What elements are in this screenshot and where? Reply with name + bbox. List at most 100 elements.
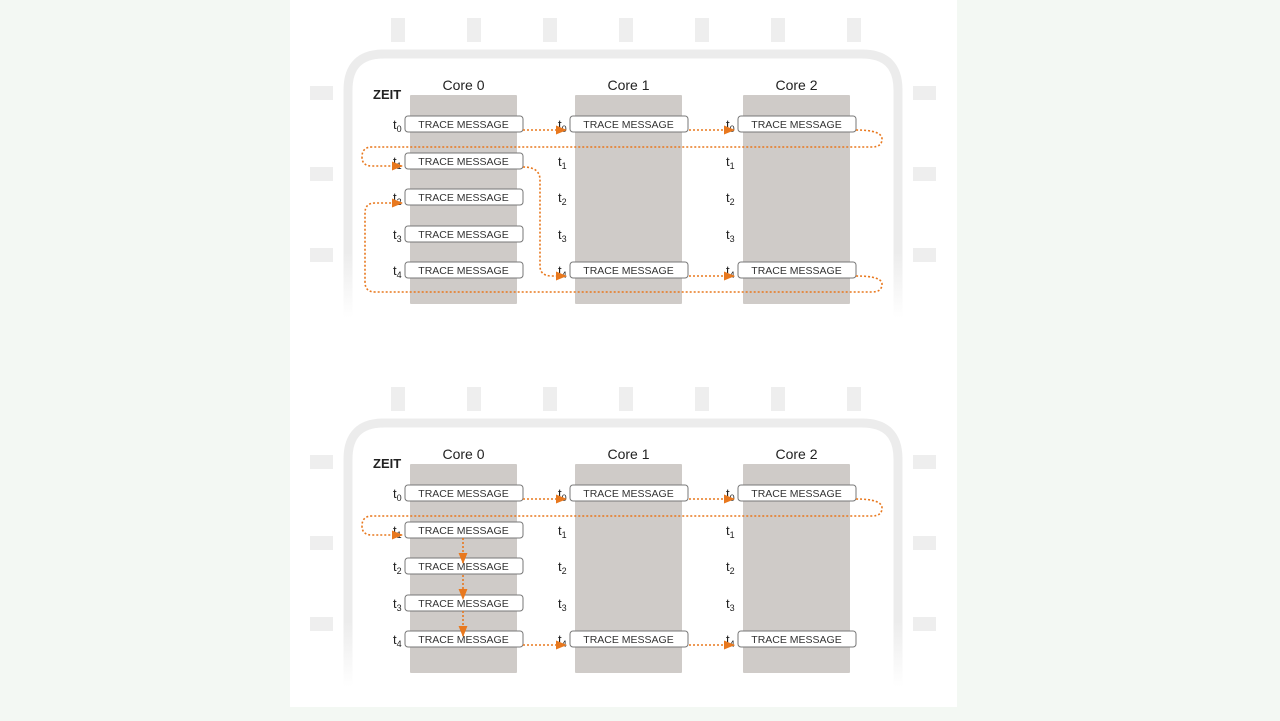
time-step-label: t4 [726,632,735,649]
time-step-label: t0 [558,486,567,503]
trace-message-label: TRACE MESSAGE [418,156,508,168]
chip-pin [391,387,405,411]
chip-pin [771,387,785,411]
chip-pin [913,167,936,181]
flow-arrow [522,166,568,281]
core-label: Core 0 [442,77,484,93]
trace-message-box [404,521,524,539]
time-axis-label: ZEIT [373,456,401,471]
chip-pin [467,387,481,411]
trace-message-label: TRACE MESSAGE [583,119,673,131]
time-step-label: t2 [393,559,402,576]
time-step-label: t3 [558,227,567,244]
flow-arrow [364,198,883,293]
trace-message-label: TRACE MESSAGE [751,119,841,131]
trace-message-box [569,630,689,648]
chip-pin [913,536,936,550]
trace-message-box [737,630,857,648]
time-step-label: t4 [558,632,567,649]
time-step-label: t2 [393,190,402,207]
chip-pin [310,167,333,181]
chip-pin [695,387,709,411]
chip-pin [619,18,633,42]
time-step-label: t1 [726,523,735,540]
trace-message-box [404,225,524,243]
trace-message-box [404,188,524,206]
time-step-label: t1 [726,154,735,171]
trace-message-box [569,115,689,133]
time-step-label: t4 [393,263,402,280]
trace-message-label: TRACE MESSAGE [583,488,673,500]
chip-frame [343,418,903,687]
trace-message-label: TRACE MESSAGE [418,561,508,573]
core-label: Core 1 [607,446,649,462]
trace-message-label: TRACE MESSAGE [418,265,508,277]
chip-pin [771,18,785,42]
trace-message-label: TRACE MESSAGE [583,634,673,646]
time-step-label: t3 [726,227,735,244]
time-step-label: t0 [393,486,402,503]
time-step-label: t3 [393,227,402,244]
chip-pin [847,18,861,42]
trace-message-label: TRACE MESSAGE [418,598,508,610]
trace-message-label: TRACE MESSAGE [751,488,841,500]
trace-message-box [404,484,524,502]
chip-pin [543,387,557,411]
trace-message-box [404,152,524,170]
chip-pin [310,617,333,631]
chip-frame [343,49,903,318]
trace-message-box [737,484,857,502]
time-step-label: t1 [393,154,402,171]
time-step-label: t3 [558,596,567,613]
time-step-label: t1 [558,154,567,171]
chip-pin [310,248,333,262]
time-step-label: t3 [726,596,735,613]
trace-message-label: TRACE MESSAGE [583,265,673,277]
time-step-label: t2 [726,559,735,576]
trace-message-label: TRACE MESSAGE [751,265,841,277]
chip-pin [913,617,936,631]
core-label: Core 1 [607,77,649,93]
trace-message-label: TRACE MESSAGE [751,634,841,646]
chip-pin [310,455,333,469]
core-label: Core 0 [442,446,484,462]
time-step-label: t0 [726,117,735,134]
trace-message-box [737,261,857,279]
chip-pin [467,18,481,42]
chip-pin [310,536,333,550]
time-axis-label: ZEIT [373,87,401,102]
chip-pin [913,248,936,262]
trace-message-label: TRACE MESSAGE [418,488,508,500]
trace-message-label: TRACE MESSAGE [418,525,508,537]
chip-pin [847,387,861,411]
time-step-label: t0 [726,486,735,503]
trace-message-box [569,484,689,502]
time-step-label: t3 [393,596,402,613]
chip-pin [913,455,936,469]
core-label: Core 2 [775,77,817,93]
time-step-label: t4 [726,263,735,280]
trace-message-box [404,261,524,279]
trace-message-box [569,261,689,279]
flow-arrow [361,129,883,171]
time-step-label: t1 [558,523,567,540]
chip-pin [543,18,557,42]
chip-pin [695,18,709,42]
trace-message-box [404,115,524,133]
chip-pin [619,387,633,411]
trace-message-box [737,115,857,133]
trace-message-label: TRACE MESSAGE [418,634,508,646]
time-step-label: t2 [558,559,567,576]
chip-pin [310,86,333,100]
trace-message-label: TRACE MESSAGE [418,119,508,131]
trace-message-label: TRACE MESSAGE [418,229,508,241]
core-label: Core 2 [775,446,817,462]
chip-pin [391,18,405,42]
time-step-label: t1 [393,523,402,540]
time-step-label: t0 [558,117,567,134]
time-step-label: t4 [558,263,567,280]
time-step-label: t4 [393,632,402,649]
